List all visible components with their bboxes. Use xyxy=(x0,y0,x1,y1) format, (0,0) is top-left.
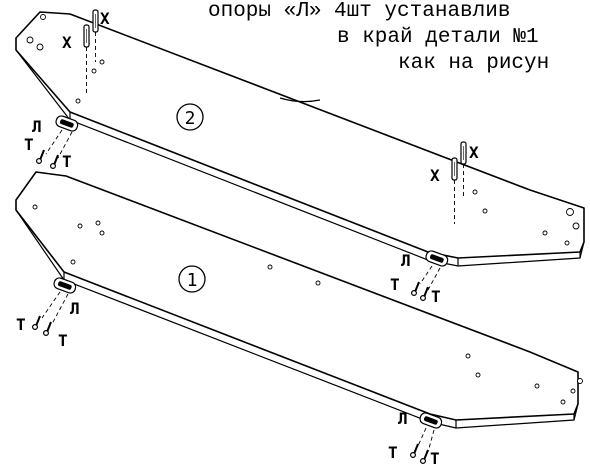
dowel-label: Х xyxy=(62,33,72,52)
screw-label: Т xyxy=(24,135,34,154)
glide-assembly-p2-left: Л Т Т xyxy=(24,115,79,171)
screw-label: Т xyxy=(58,331,68,350)
screw-label: Т xyxy=(62,152,72,171)
screw-label: Т xyxy=(430,449,440,468)
screw-label: Т xyxy=(388,443,398,462)
screw-icon xyxy=(49,154,59,170)
panel-1 xyxy=(15,171,583,429)
screw-label: Т xyxy=(431,287,441,306)
part-2-circle xyxy=(176,103,204,131)
dowel-label: Х xyxy=(100,9,110,28)
dowel-group-right: Х Х xyxy=(430,141,479,224)
screw-icon xyxy=(420,286,429,302)
screw-icon xyxy=(42,321,52,337)
instruction-line-3: как на рисун xyxy=(398,52,549,75)
dowel-group-left: Х Х xyxy=(62,9,110,96)
screw-label: Т xyxy=(16,315,26,334)
screw-icon xyxy=(420,449,429,465)
glide-label: Л xyxy=(401,251,411,270)
screw-label: Т xyxy=(390,275,400,294)
part-1-circle xyxy=(178,265,206,293)
dowel-label: Х xyxy=(469,143,479,162)
glide-assembly-p2-right: Л Т Т xyxy=(390,250,449,306)
screw-icon xyxy=(410,443,419,459)
part-2-label: 2 xyxy=(185,108,196,129)
glide-assembly-p1-right: Л Т Т xyxy=(388,409,443,468)
part-1-label: 1 xyxy=(187,270,198,291)
screw-icon xyxy=(31,315,41,331)
screw-icon xyxy=(411,281,420,297)
instruction-line-1: опоры «Л» 4шт устанавлив xyxy=(208,0,510,23)
instruction-line-2: в край детали №1 xyxy=(337,26,539,49)
glide-label: Л xyxy=(398,409,408,428)
dowel-label: Х xyxy=(430,166,440,185)
glide-assembly-p1-left: Л Т Т xyxy=(16,277,80,350)
screw-icon xyxy=(35,149,45,165)
glide-label: Л xyxy=(70,299,80,318)
glide-label: Л xyxy=(32,117,42,136)
